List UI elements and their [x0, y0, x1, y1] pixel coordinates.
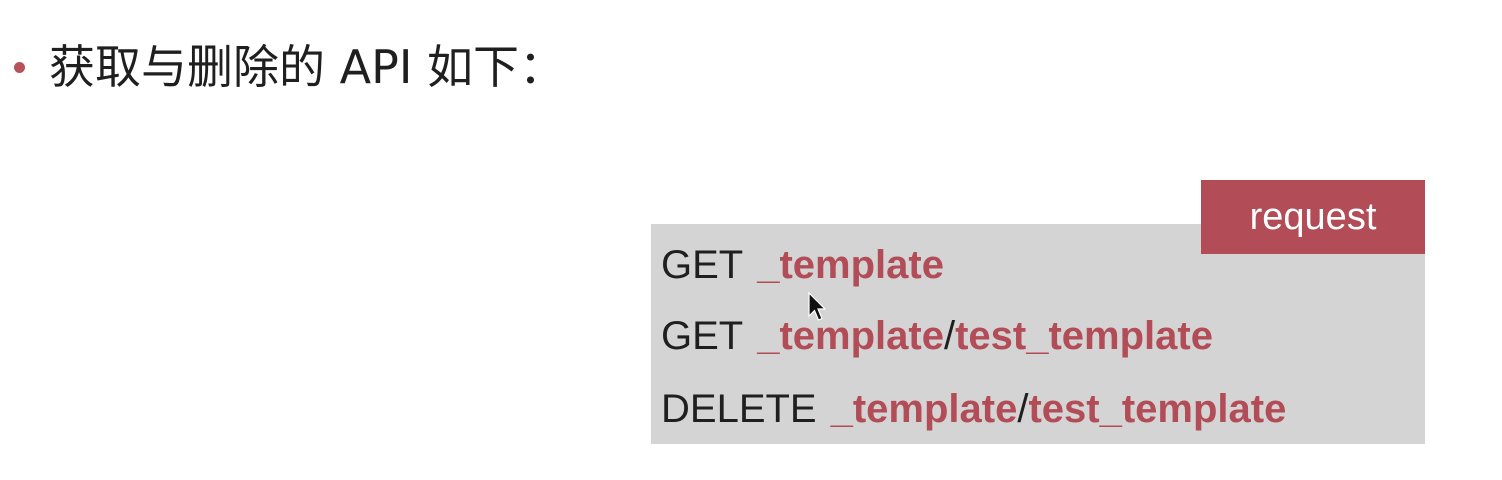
bullet-text: 获取与删除的 API 如下： — [49, 40, 566, 94]
request-tag-label: request — [1249, 195, 1377, 238]
path-separator: / — [943, 314, 956, 358]
api-path: _template — [757, 243, 944, 287]
bullet-item: 获取与删除的 API 如下： — [14, 32, 565, 102]
http-method: DELETE — [661, 387, 817, 431]
api-subpath: test_template — [1028, 387, 1287, 431]
mouse-pointer-icon — [808, 292, 826, 321]
api-line-get-template-name: GET _template/test_template — [661, 316, 1213, 356]
http-method: GET — [661, 243, 744, 287]
api-line-delete-template-name: DELETE _template/test_template — [661, 389, 1286, 429]
bullet-dot-icon — [14, 61, 25, 73]
api-path: _template — [830, 387, 1018, 431]
api-path: _template — [757, 314, 944, 358]
http-method: GET — [661, 314, 744, 358]
path-separator: / — [1017, 387, 1029, 431]
api-code-box — [651, 224, 1425, 444]
api-subpath: test_template — [955, 314, 1213, 358]
api-line-get-template: GET _template — [661, 245, 944, 285]
request-tag: request — [1201, 180, 1425, 254]
